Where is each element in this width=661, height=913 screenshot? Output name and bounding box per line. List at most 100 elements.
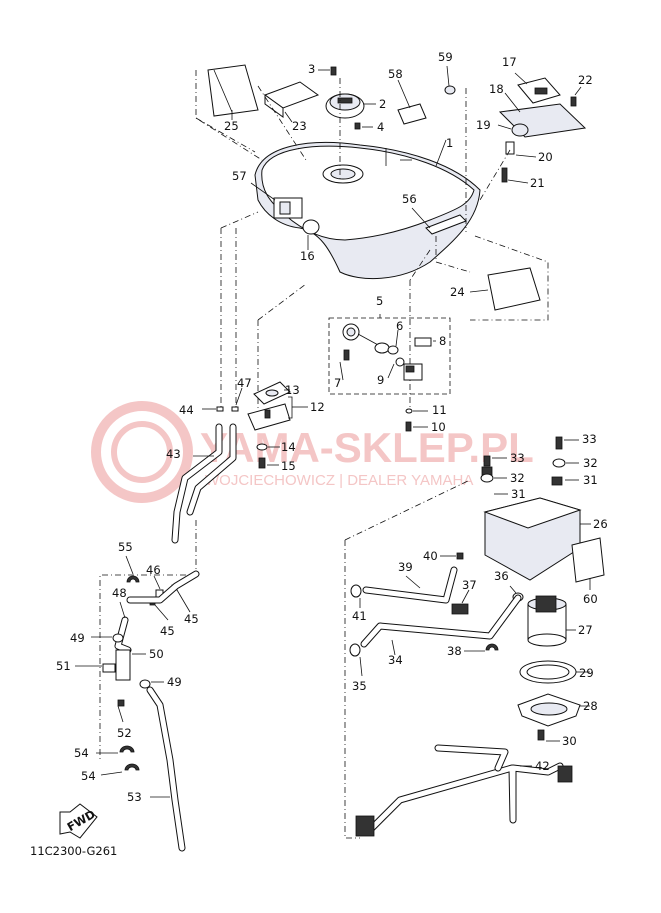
callout-31-left: 31 (511, 487, 526, 501)
part-34-fuel-hose (360, 594, 522, 656)
part-49-clip-right (139, 679, 164, 689)
part-17-bracket-upper (514, 72, 561, 104)
callout-24: 24 (450, 285, 465, 299)
part-16-damper (302, 219, 320, 250)
callout-20: 20 (538, 150, 553, 164)
part-43-breather-hose (171, 423, 237, 544)
petcock-assembly-group (328, 314, 451, 395)
part-2-fuel-cap (325, 93, 376, 119)
part-10-11-screw-washer (405, 408, 428, 432)
callout-17: 17 (502, 55, 517, 69)
callout-40: 40 (423, 549, 438, 563)
part-3-bolt (318, 66, 337, 76)
callout-58: 58 (388, 67, 403, 81)
callout-22: 22 (578, 73, 593, 87)
callout-18: 18 (489, 82, 504, 96)
callout-48: 48 (112, 586, 127, 600)
callout-23: 23 (292, 119, 307, 133)
forward-direction-arrow: FWD (59, 803, 98, 839)
callout-55: 55 (118, 540, 133, 554)
callout-57: 57 (232, 169, 247, 183)
callout-32-right: 32 (583, 456, 598, 470)
part-53-drain-hose (146, 686, 186, 852)
callout-34: 34 (388, 653, 403, 667)
callout-25: 25 (224, 119, 239, 133)
watermark-tagline: WOJCIECHOWICZ | DEALER YAMAHA (205, 472, 473, 489)
part-24-cover (469, 267, 541, 311)
part-31-nuts (481, 466, 579, 495)
callout-3: 3 (308, 62, 315, 76)
callout-42: 42 (535, 759, 550, 773)
callout-28: 28 (583, 699, 598, 713)
part-14-washer (256, 443, 280, 451)
part-30-bolt (537, 729, 560, 742)
part-50-joint (115, 649, 146, 681)
part-40-clip (440, 552, 464, 560)
callout-33-right: 33 (582, 432, 597, 446)
callout-43: 43 (166, 447, 181, 461)
part-49-clip-left (91, 633, 124, 643)
part-48-hose (114, 570, 200, 654)
part-20-collar (505, 141, 537, 158)
part-33-bolts (483, 436, 579, 467)
part-57-mount-bracket (250, 182, 303, 219)
callout-47: 47 (237, 376, 252, 390)
part-29-gasket (519, 660, 590, 684)
watermark-brand: YAMA-SKLEP.PL (200, 424, 534, 471)
callout-44: 44 (179, 403, 194, 417)
part-12-13-bracket (247, 381, 308, 431)
callout-19: 19 (476, 118, 491, 132)
callout-51: 51 (56, 659, 71, 673)
part-37-clip (451, 589, 470, 615)
part-47-clip (231, 387, 243, 412)
callout-21: 21 (530, 176, 545, 190)
part-41-cap (350, 584, 362, 608)
part-44-clip (202, 406, 224, 412)
callout-33-left: 33 (510, 451, 525, 465)
part-15-bolt (258, 457, 279, 469)
part-58-label (397, 79, 427, 125)
callout-14: 14 (281, 440, 296, 454)
callout-2: 2 (379, 97, 386, 111)
part-51-tee (75, 663, 116, 673)
callout-39: 39 (398, 560, 413, 574)
callout-labels: 1 2 3 4 5 6 7 8 9 10 11 12 13 14 15 16 1… (56, 50, 608, 804)
dealer-watermark: YAMA-SKLEP.PL WOJCIECHOWICZ | DEALER YAM… (91, 401, 534, 503)
part-52-clip (117, 699, 125, 723)
callout-36: 36 (494, 569, 509, 583)
callout-56: 56 (402, 192, 417, 206)
callout-59: 59 (438, 50, 453, 64)
callout-8: 8 (439, 334, 446, 348)
callout-9: 9 (377, 373, 384, 387)
assembly-guide-lines (99, 70, 549, 839)
callout-37: 37 (462, 578, 477, 592)
callout-26: 26 (593, 517, 608, 531)
callout-31-right: 31 (583, 473, 598, 487)
callout-54-lower: 54 (81, 769, 96, 783)
part-26-pump-cover (483, 497, 591, 581)
part-35-cap (349, 643, 363, 677)
part-38-clamp (464, 643, 499, 652)
callout-13: 13 (285, 383, 300, 397)
callout-5: 5 (376, 294, 383, 308)
callout-16: 16 (300, 249, 315, 263)
callout-6: 6 (396, 319, 403, 333)
callout-15: 15 (281, 459, 296, 473)
callout-41: 41 (352, 609, 367, 623)
part-60-pad (571, 537, 605, 590)
callout-49-right: 49 (167, 675, 182, 689)
callout-12: 12 (310, 400, 325, 414)
callout-60: 60 (583, 592, 598, 606)
callout-27: 27 (578, 623, 593, 637)
part-42-fuel-line-assembly (355, 744, 573, 837)
callout-53: 53 (127, 790, 142, 804)
part-28-retainer-plate (517, 693, 590, 727)
watermark-logo (91, 401, 193, 503)
callout-7: 7 (334, 376, 341, 390)
callout-1: 1 (446, 136, 453, 150)
part-1-fuel-tank (254, 139, 481, 280)
callout-52: 52 (117, 726, 132, 740)
part-22-bolt (570, 86, 582, 107)
callout-45-right: 45 (184, 612, 199, 626)
